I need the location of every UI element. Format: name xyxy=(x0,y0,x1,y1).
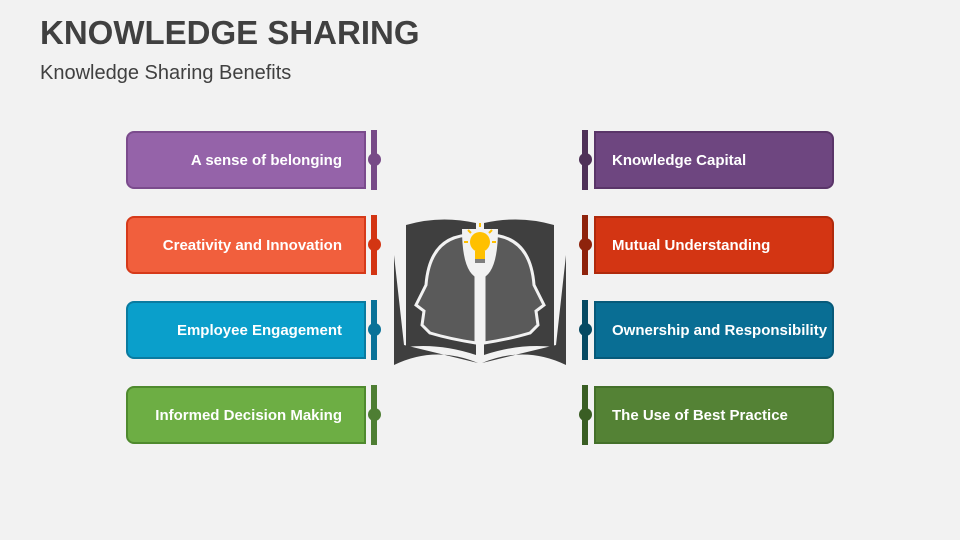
connector-dot xyxy=(368,153,381,166)
benefit-label: Creativity and Innovation xyxy=(162,236,342,254)
left-benefit-box: Creativity and Innovation xyxy=(126,216,366,274)
benefit-label: The Use of Best Practice xyxy=(612,406,788,424)
left-benefit-box: Employee Engagement xyxy=(126,301,366,359)
connector-dot xyxy=(579,408,592,421)
benefit-label: Informed Decision Making xyxy=(155,406,342,424)
right-benefit-box: Knowledge Capital xyxy=(594,131,834,189)
benefit-label: Knowledge Capital xyxy=(612,151,747,169)
page-title: KNOWLEDGE SHARING xyxy=(40,14,420,51)
left-benefit-box: A sense of belonging xyxy=(126,131,366,189)
benefit-label: Mutual Understanding xyxy=(612,236,771,254)
connector-dot xyxy=(579,238,592,251)
benefit-label: Employee Engagement xyxy=(176,321,342,339)
connector-dot xyxy=(579,153,592,166)
connector-dot xyxy=(368,323,381,336)
page-subtitle: Knowledge Sharing Benefits xyxy=(40,62,292,84)
benefit-label: Ownership and Responsibility xyxy=(612,321,828,339)
right-benefit-box: The Use of Best Practice xyxy=(594,386,834,444)
connector-dot xyxy=(368,408,381,421)
connector-dot xyxy=(579,323,592,336)
right-benefit-box: Ownership and Responsibility xyxy=(594,301,834,359)
left-benefit-box: Informed Decision Making xyxy=(126,386,366,444)
connector-dot xyxy=(368,238,381,251)
book-heads-lightbulb-icon xyxy=(394,219,566,365)
right-benefit-box: Mutual Understanding xyxy=(594,216,834,274)
benefit-label: A sense of belonging xyxy=(190,151,342,169)
